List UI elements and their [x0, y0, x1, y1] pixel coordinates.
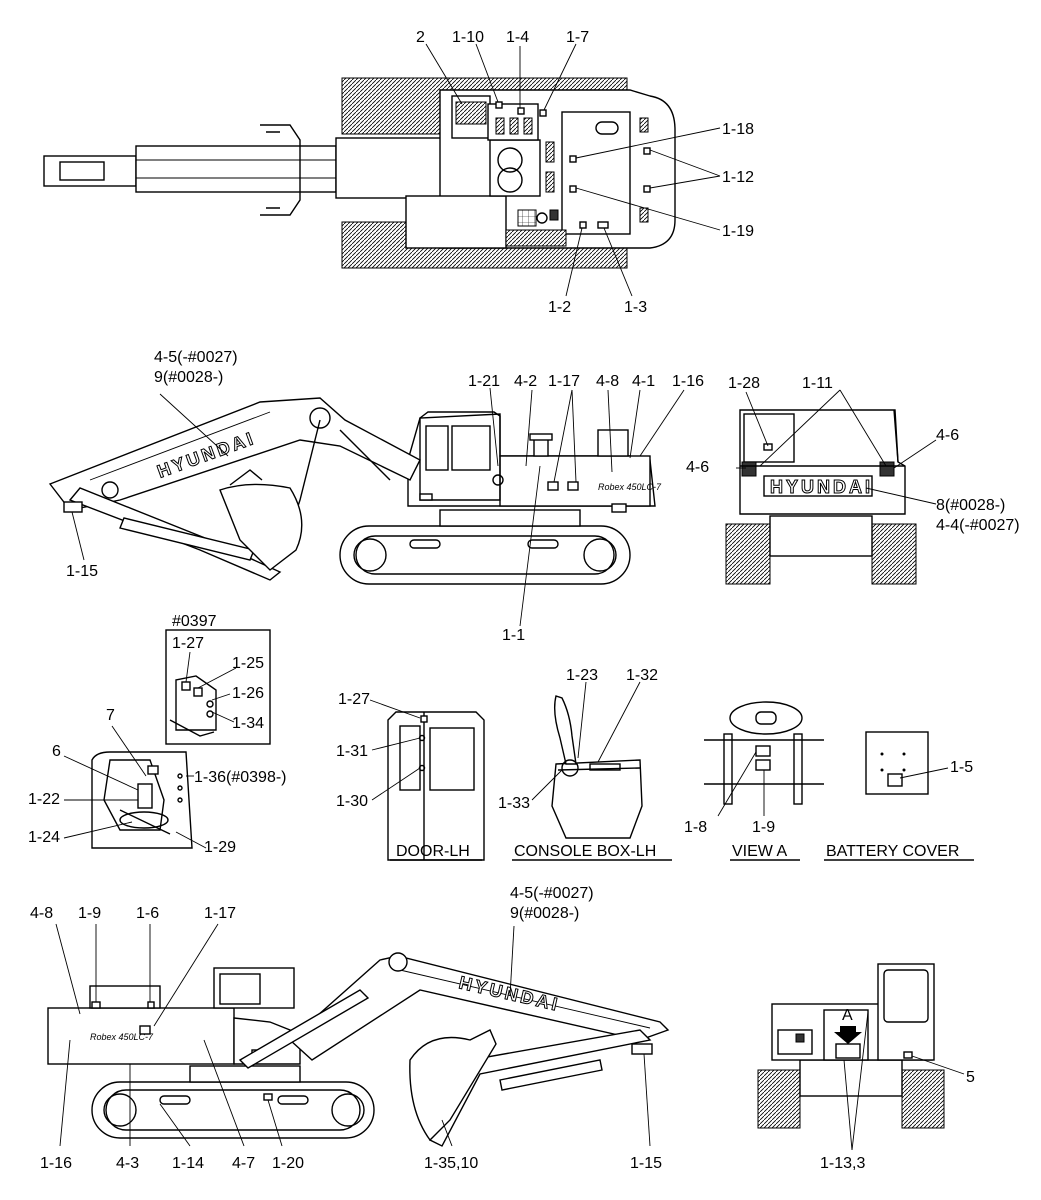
- side-rh-label-9: 9(#0028-): [510, 905, 579, 922]
- view-a-label-1-8: 1-8: [684, 819, 707, 836]
- cab-label-0397: #0397: [172, 613, 217, 630]
- side-rh-label-1-9: 1-9: [78, 905, 101, 922]
- side-rh-label-4-3: 4-3: [116, 1155, 139, 1172]
- cab-label-1-36: 1-36(#0398-): [194, 769, 287, 786]
- battery-label-1-5: 1-5: [950, 759, 973, 776]
- console-label-1-23: 1-23: [566, 667, 598, 684]
- side-rh-label-1-14: 1-14: [172, 1155, 204, 1172]
- side-lh-label-1-1: 1-1: [502, 627, 525, 644]
- top-label-1-4: 1-4: [506, 29, 529, 46]
- side-rh-label-1-35-10: 1-35,10: [424, 1155, 478, 1172]
- side-lh-label-9: 9(#0028-): [154, 369, 223, 386]
- cab-interior: #0397 1-27 1-25 1-26 1-34 7 6 1-36(#0398…: [28, 613, 287, 856]
- top-label-2: 2: [416, 29, 425, 46]
- top-label-1-19: 1-19: [722, 223, 754, 240]
- view-a-label-1-9: 1-9: [752, 819, 775, 836]
- top-view: 2 1-10 1-4 1-7 1-18 1-12 1-19 1-2 1-3: [43, 29, 754, 316]
- top-label-1-7: 1-7: [566, 29, 589, 46]
- top-label-1-18: 1-18: [722, 121, 754, 138]
- side-rh-label-4-5: 4-5(-#0027): [510, 885, 594, 902]
- side-lh-label-4-2: 4-2: [514, 373, 537, 390]
- front-label-1-13-3: 1-13,3: [820, 1155, 865, 1172]
- brand-rear: HYUNDAI: [770, 477, 873, 497]
- caption-view-a: VIEW A: [732, 843, 787, 860]
- cab-label-1-34: 1-34: [232, 715, 264, 732]
- rear-label-4-6-right: 4-6: [936, 427, 959, 444]
- cab-label-1-24: 1-24: [28, 829, 60, 846]
- cab-label-1-22: 1-22: [28, 791, 60, 808]
- caption-battery-cover: BATTERY COVER: [826, 843, 959, 860]
- door-label-1-27: 1-27: [338, 691, 370, 708]
- top-label-1-3: 1-3: [624, 299, 647, 316]
- rear-label-8: 8(#0028-): [936, 497, 1005, 514]
- side-lh-label-4-8: 4-8: [596, 373, 619, 390]
- console-label-1-33: 1-33: [498, 795, 530, 812]
- side-rh-label-1-20: 1-20: [272, 1155, 304, 1172]
- console-box-lh-detail: 1-23 1-32 1-33 CONSOLE BOX-LH: [498, 667, 672, 861]
- rear-label-4-6-left: 4-6: [686, 459, 709, 476]
- side-rh-label-4-8: 4-8: [30, 905, 53, 922]
- cab-label-1-27: 1-27: [172, 635, 204, 652]
- rear-label-1-28: 1-28: [728, 375, 760, 392]
- side-lh-label-4-1: 4-1: [632, 373, 655, 390]
- side-lh-label-1-15: 1-15: [66, 563, 98, 580]
- side-lh-label-1-16: 1-16: [672, 373, 704, 390]
- top-label-1-10: 1-10: [452, 29, 484, 46]
- side-rh-label-4-7: 4-7: [232, 1155, 255, 1172]
- front-view: A 5 1-13,3: [757, 963, 975, 1172]
- model-badge-rh: Robex 450LC-7: [90, 1032, 154, 1042]
- door-label-1-31: 1-31: [336, 743, 368, 760]
- cab-label-7: 7: [106, 707, 115, 724]
- side-rh-label-1-6: 1-6: [136, 905, 159, 922]
- rear-label-1-11: 1-11: [802, 375, 833, 392]
- side-rh-label-1-17: 1-17: [204, 905, 236, 922]
- rear-label-4-4: 4-4(-#0027): [936, 517, 1020, 534]
- console-label-1-32: 1-32: [626, 667, 658, 684]
- caption-console-box-lh: CONSOLE BOX-LH: [514, 843, 656, 860]
- side-lh-label-1-21: 1-21: [468, 373, 500, 390]
- cab-label-6: 6: [52, 743, 61, 760]
- top-label-1-2: 1-2: [548, 299, 571, 316]
- cab-label-1-25: 1-25: [232, 655, 264, 672]
- cab-label-1-29: 1-29: [204, 839, 236, 856]
- caption-door-lh: DOOR-LH: [396, 843, 470, 860]
- side-lh-label-1-17: 1-17: [548, 373, 580, 390]
- door-lh-detail: 1-27 1-31 1-30 DOOR-LH: [336, 691, 485, 861]
- battery-cover-detail: 1-5 BATTERY COVER: [824, 731, 974, 861]
- front-label-5: 5: [966, 1069, 975, 1086]
- side-lh-label-4-5: 4-5(-#0027): [154, 349, 238, 366]
- side-rh-label-1-15: 1-15: [630, 1155, 662, 1172]
- view-a-detail: 1-8 1-9 VIEW A: [684, 701, 824, 861]
- rear-view: HYUNDAI 1-28 1-11 4-6 4-6 8(#0028-) 4-4(…: [686, 375, 1020, 585]
- top-label-1-12: 1-12: [722, 169, 754, 186]
- front-label-a: A: [842, 1007, 853, 1024]
- side-rh-label-1-16: 1-16: [40, 1155, 72, 1172]
- door-label-1-30: 1-30: [336, 793, 368, 810]
- model-badge-lh: Robex 450LC-7: [598, 482, 662, 492]
- side-view-lh: Robex 450LC-7 HYUNDAI 4-5(-#0027) 9(#002…: [48, 349, 704, 644]
- side-view-rh: Robex 450LC-7 HYUNDAI 4-8 1-9 1-6 1-17: [30, 885, 670, 1172]
- cab-label-1-26: 1-26: [232, 685, 264, 702]
